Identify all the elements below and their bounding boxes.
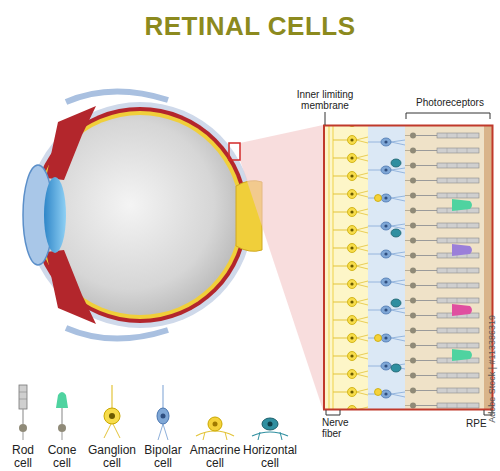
photoreceptor-layer (405, 126, 485, 409)
leader-line (325, 112, 326, 125)
sclera (27, 102, 253, 328)
eyelid (66, 91, 168, 102)
ciliary-body (46, 106, 96, 180)
horizontal-icon (252, 418, 288, 440)
legend-label: Amacrine cell (186, 444, 244, 470)
part-label: Inner limiting membrane (290, 89, 360, 111)
lens (44, 177, 66, 253)
bracket (326, 410, 340, 415)
cone-cells (452, 199, 472, 361)
ganglion-layer (325, 126, 368, 409)
bipolar-icon (157, 385, 169, 440)
amacrine-cells (375, 195, 382, 396)
part-label: Photoreceptors (410, 97, 490, 108)
horizontal-cells (391, 159, 401, 372)
diagram-title: RETINAL CELLS (0, 12, 500, 41)
watermark: Adobe Stock | #113386319 (488, 304, 498, 434)
eyelid (66, 328, 168, 339)
part-label: Nerve fiber (322, 417, 356, 439)
legend-label: Horizontal cell (238, 444, 302, 470)
legend-label: Cone cell (45, 444, 79, 470)
bipolar-cells (368, 126, 405, 409)
legend-label: Rod cell (8, 444, 38, 470)
amacrine-icon (196, 417, 234, 440)
rod-cells (405, 126, 485, 409)
ganglion-cells (325, 126, 368, 409)
ganglion-icon (104, 385, 120, 438)
choroid (32, 107, 248, 323)
zoom-cone (240, 125, 323, 410)
legend-label: Ganglion cell (86, 444, 138, 470)
ciliary-body (46, 250, 96, 324)
legend-label: Bipolar cell (140, 444, 186, 470)
rod-icon (19, 385, 27, 440)
bipolar-layer (368, 126, 405, 409)
bracket (406, 113, 490, 119)
zoom-marker (229, 143, 240, 160)
zoom-panel (324, 126, 493, 410)
cone-icon (56, 392, 68, 440)
